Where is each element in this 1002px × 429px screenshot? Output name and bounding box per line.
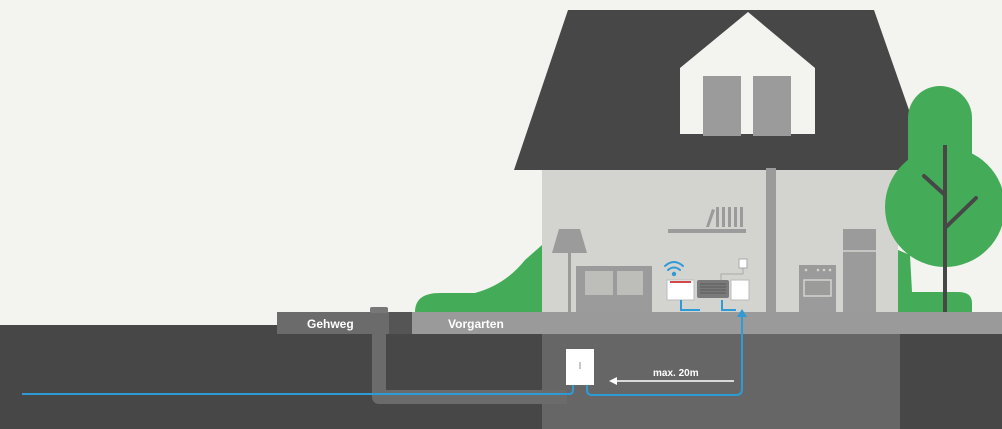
radiator [697, 280, 729, 298]
front-yard-label: Vorgarten [448, 317, 504, 331]
conduit-pipe [372, 309, 567, 404]
tree [885, 86, 1002, 313]
fiber-termination-box-icon [730, 279, 750, 301]
grass-right [898, 250, 972, 312]
sidewalk-label: Gehweg [307, 317, 354, 331]
interior-pillar [766, 168, 776, 313]
router-connection [680, 300, 700, 311]
sidewalk-strip [277, 312, 389, 334]
books [706, 207, 743, 227]
wifi-icon [664, 261, 684, 277]
stove [799, 265, 836, 313]
ground-surface [412, 312, 1002, 334]
cable-arrow-up [737, 309, 747, 317]
wall-socket [738, 258, 748, 269]
shelf [668, 229, 746, 233]
distance-label: max. 20m [653, 368, 699, 379]
fiber-cable-house [586, 315, 743, 396]
dormer-window-left [703, 76, 741, 136]
floor-lamp-pole [568, 253, 571, 313]
floor-lamp-shade [552, 229, 587, 253]
grass-left [415, 245, 542, 312]
fiber-cable-street [22, 385, 574, 395]
fridge [843, 229, 876, 313]
modem-connection [721, 300, 736, 311]
dormer-window-right [753, 76, 791, 136]
